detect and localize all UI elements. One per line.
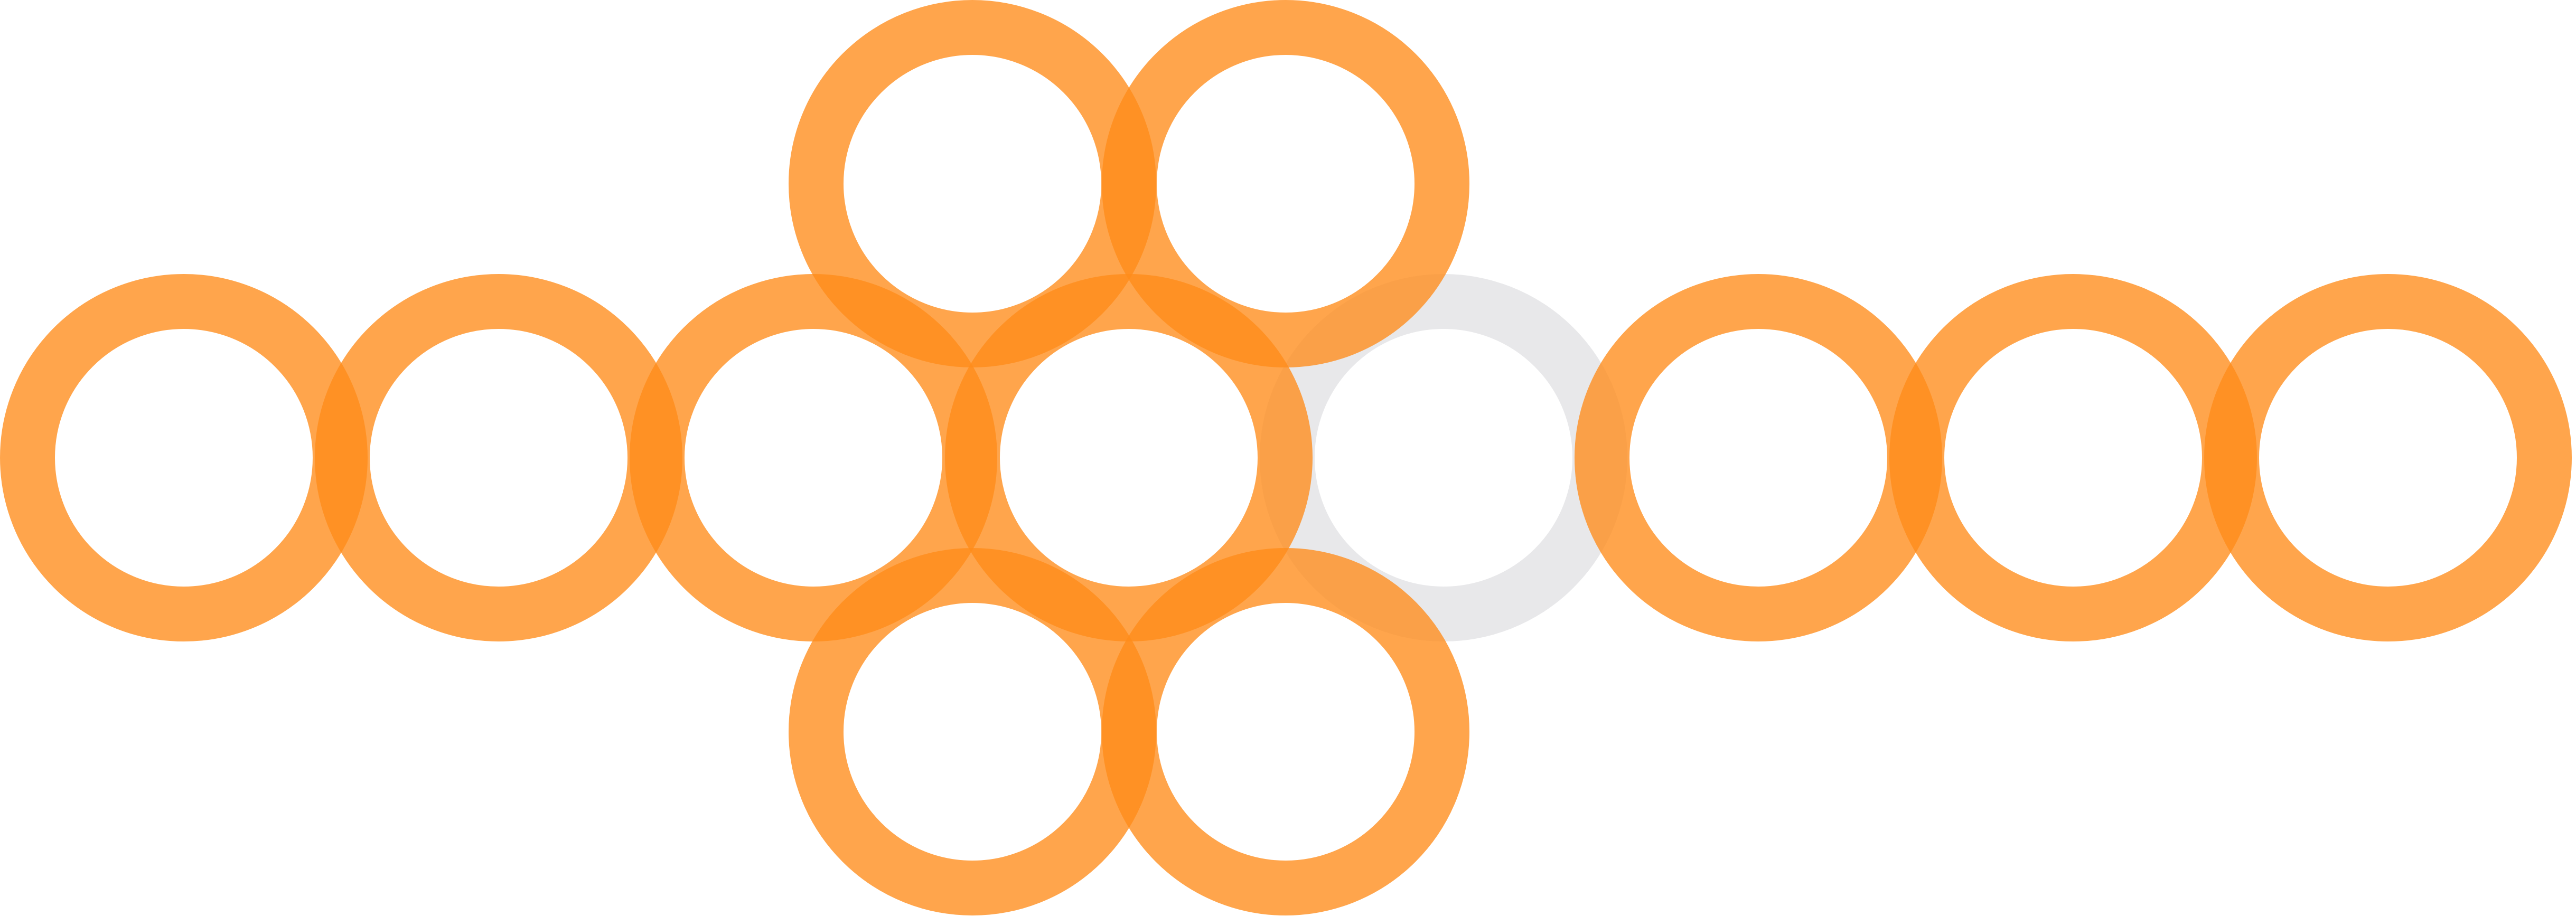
ring-row-4 [945, 274, 1313, 641]
ring-row-8 [2204, 274, 2572, 641]
ring-top-2 [1102, 0, 1469, 367]
ring-bottom-2 [1102, 548, 1469, 915]
